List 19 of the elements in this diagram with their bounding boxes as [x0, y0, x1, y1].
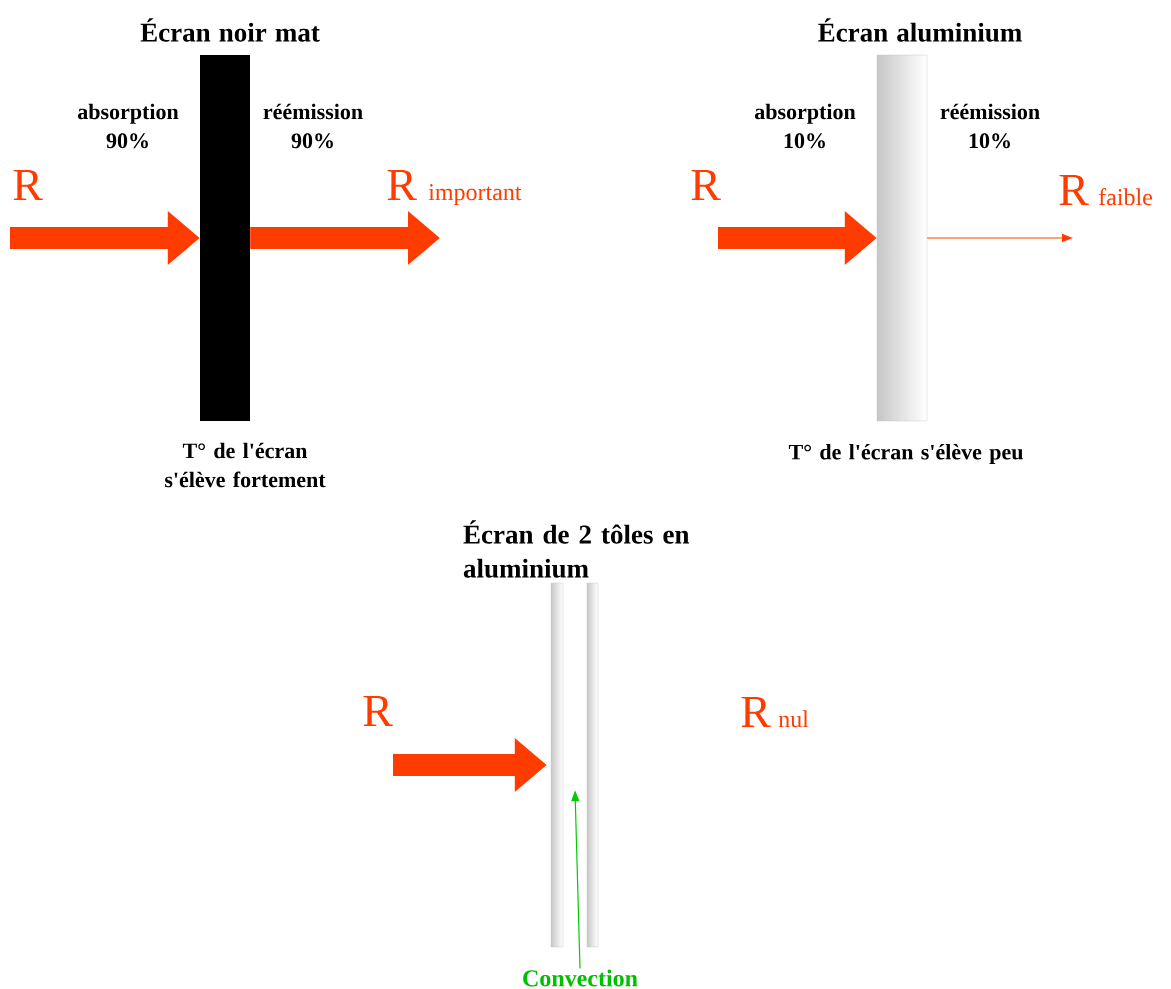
screen-note: T° de l'écran s'élève peu: [788, 444, 1023, 464]
screen-title: Écran de 2 tôles en aluminium: [463, 520, 690, 578]
qualifier-label: nul: [778, 710, 809, 728]
screen-note: T° de l'écran s'élève fortement: [165, 442, 326, 488]
screen-note: absorption 10%: [755, 103, 856, 149]
screen-note: absorption 90%: [77, 103, 179, 149]
radiation-label: R: [13, 169, 43, 200]
radiation-label: R: [387, 169, 417, 200]
screen-title: Écran aluminium: [818, 18, 1022, 42]
radiation-label: R: [691, 169, 721, 200]
convection-label: Convection: [523, 969, 638, 987]
screen-note: réémission 10%: [940, 103, 1040, 149]
radiation-label: R: [1059, 174, 1089, 205]
radiation-label: R: [741, 696, 771, 727]
qualifier-label: faible: [1098, 188, 1152, 206]
screen-note: réémission 90%: [263, 103, 363, 149]
radiation-label: R: [363, 695, 393, 726]
qualifier-label: important: [428, 184, 522, 206]
screen-title: Écran noir mat: [140, 18, 320, 42]
